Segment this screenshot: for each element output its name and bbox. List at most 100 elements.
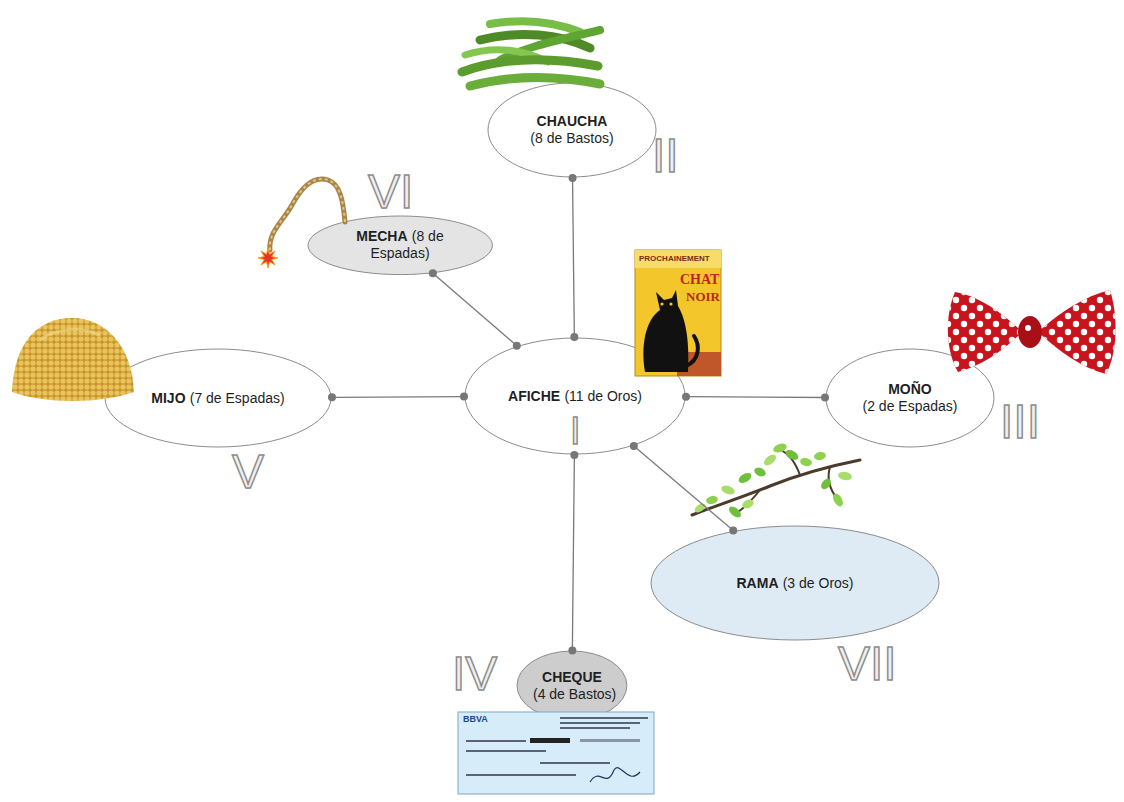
branch-picture-part — [819, 477, 833, 491]
callout-number: VII — [838, 640, 897, 688]
branch-picture-part — [727, 504, 743, 519]
node-subtitle: (7 de Espadas) — [190, 390, 285, 406]
connector-dot — [570, 333, 578, 341]
bow-tie-part — [1038, 290, 1116, 374]
green-beans-part — [462, 60, 598, 72]
node-subtitle: (4 de Bastos) — [533, 686, 611, 703]
callout-number: III — [1000, 398, 1040, 446]
chat-noir-poster-part — [686, 336, 698, 366]
node-title: MIJO — [151, 390, 185, 406]
callout-number: II — [652, 132, 679, 180]
branch-picture-part — [813, 451, 826, 461]
node-text: MOÑO(2 de Espadas) — [863, 381, 958, 415]
chat-noir-poster-part — [660, 302, 663, 305]
bow-tie-part — [948, 292, 1022, 372]
node-subtitle: (2 de Espadas) — [863, 398, 958, 415]
millet-pile — [12, 318, 134, 401]
cheque-picture-part — [530, 738, 570, 743]
poster-text: PROCHAINEMENT — [639, 254, 710, 263]
fuse-part — [270, 179, 345, 250]
connector-dot — [568, 646, 576, 654]
connector-dot — [513, 342, 521, 350]
callout-number: V — [232, 448, 264, 496]
bow-tie-part — [948, 292, 1022, 372]
connector-dot — [429, 269, 437, 277]
connector-group — [568, 451, 578, 654]
node-title: CHEQUE — [533, 669, 611, 686]
node-text: AFICHE(11 de Oros) — [508, 388, 642, 405]
node-text: MIJO (7 de Espadas) — [151, 390, 284, 407]
connector-dot — [630, 442, 638, 450]
chat-noir-poster — [635, 250, 721, 376]
cheque-picture-part — [560, 727, 630, 729]
ellipse-node: MIJO (7 de Espadas) — [104, 348, 332, 448]
cheque-picture-part — [466, 774, 576, 776]
branch-picture-part — [686, 440, 860, 522]
cheque-picture-part — [560, 717, 648, 719]
connector-group — [569, 174, 579, 341]
connector-line — [433, 273, 517, 345]
branch-picture-part — [705, 495, 719, 506]
ellipse-shape — [517, 651, 627, 720]
branch-picture-part — [799, 457, 813, 468]
connector-group — [630, 442, 737, 534]
branch-picture-part — [831, 492, 845, 508]
node-title: MOÑO — [863, 381, 958, 398]
branch-picture-part — [762, 452, 778, 467]
branch-picture-part — [692, 460, 860, 515]
poster-text: CHAT — [680, 272, 719, 288]
ellipse-shape — [105, 349, 331, 447]
cheque-text: BBVA — [463, 714, 488, 724]
ellipse-shape — [488, 83, 656, 177]
chat-noir-poster-part — [635, 250, 721, 376]
connector-line — [572, 455, 574, 650]
fuse-part — [258, 248, 278, 268]
bow-tie-part — [1018, 316, 1042, 348]
node-subtitle: (3 de Oros) — [783, 575, 854, 591]
node-text: MECHA(8 de Espadas) — [340, 228, 460, 262]
cheque-picture-part — [560, 722, 640, 724]
branch-picture-part — [741, 498, 755, 510]
branch-picture-part — [772, 442, 788, 454]
node-title: RAMA — [737, 575, 779, 591]
bow-tie-part — [1038, 290, 1116, 374]
cheque-picture-part — [590, 768, 640, 782]
branch-picture-part — [780, 449, 800, 475]
connector-group — [429, 269, 521, 349]
cheque-picture-part — [540, 762, 610, 764]
connector-dot — [460, 393, 468, 401]
connector-group — [682, 393, 829, 402]
fuse — [258, 179, 345, 268]
cheque-picture — [458, 712, 654, 794]
cheque-picture-part — [580, 739, 640, 742]
ellipse-node: CHEQUE(4 de Bastos) — [516, 650, 628, 721]
callout-number: VI — [368, 168, 413, 216]
connector-dot — [328, 393, 336, 401]
connector-dot — [569, 174, 577, 182]
green-beans-part — [470, 78, 600, 87]
millet-pile-part — [40, 330, 100, 340]
green-beans-part — [500, 30, 600, 60]
connector-dot — [570, 451, 578, 459]
node-subtitle: (11 de Oros) — [564, 388, 642, 404]
poster-text: NOIR — [686, 289, 720, 305]
branch-picture-part — [784, 448, 800, 462]
callout-number: I — [570, 412, 581, 450]
chat-noir-poster-part — [669, 302, 672, 305]
branch-picture-part — [720, 484, 736, 496]
branch-picture-part — [737, 471, 753, 485]
fuse-part — [270, 179, 345, 250]
node-text: CHEQUE(4 de Bastos) — [533, 669, 611, 703]
ellipse-node: CHAUCHA(8 de Bastos) — [487, 82, 657, 178]
cheque-picture-part — [466, 750, 546, 752]
ellipse-node: RAMA(3 de Oros) — [650, 525, 940, 641]
millet-pile-part — [12, 318, 134, 401]
branch-picture — [686, 440, 860, 522]
cheque-picture-part — [458, 712, 654, 794]
chat-noir-poster-part — [643, 290, 688, 372]
connector-line — [573, 178, 575, 337]
node-title: CHAUCHA — [530, 113, 613, 130]
connector-dot — [682, 393, 690, 401]
ellipse-shape — [308, 216, 492, 275]
